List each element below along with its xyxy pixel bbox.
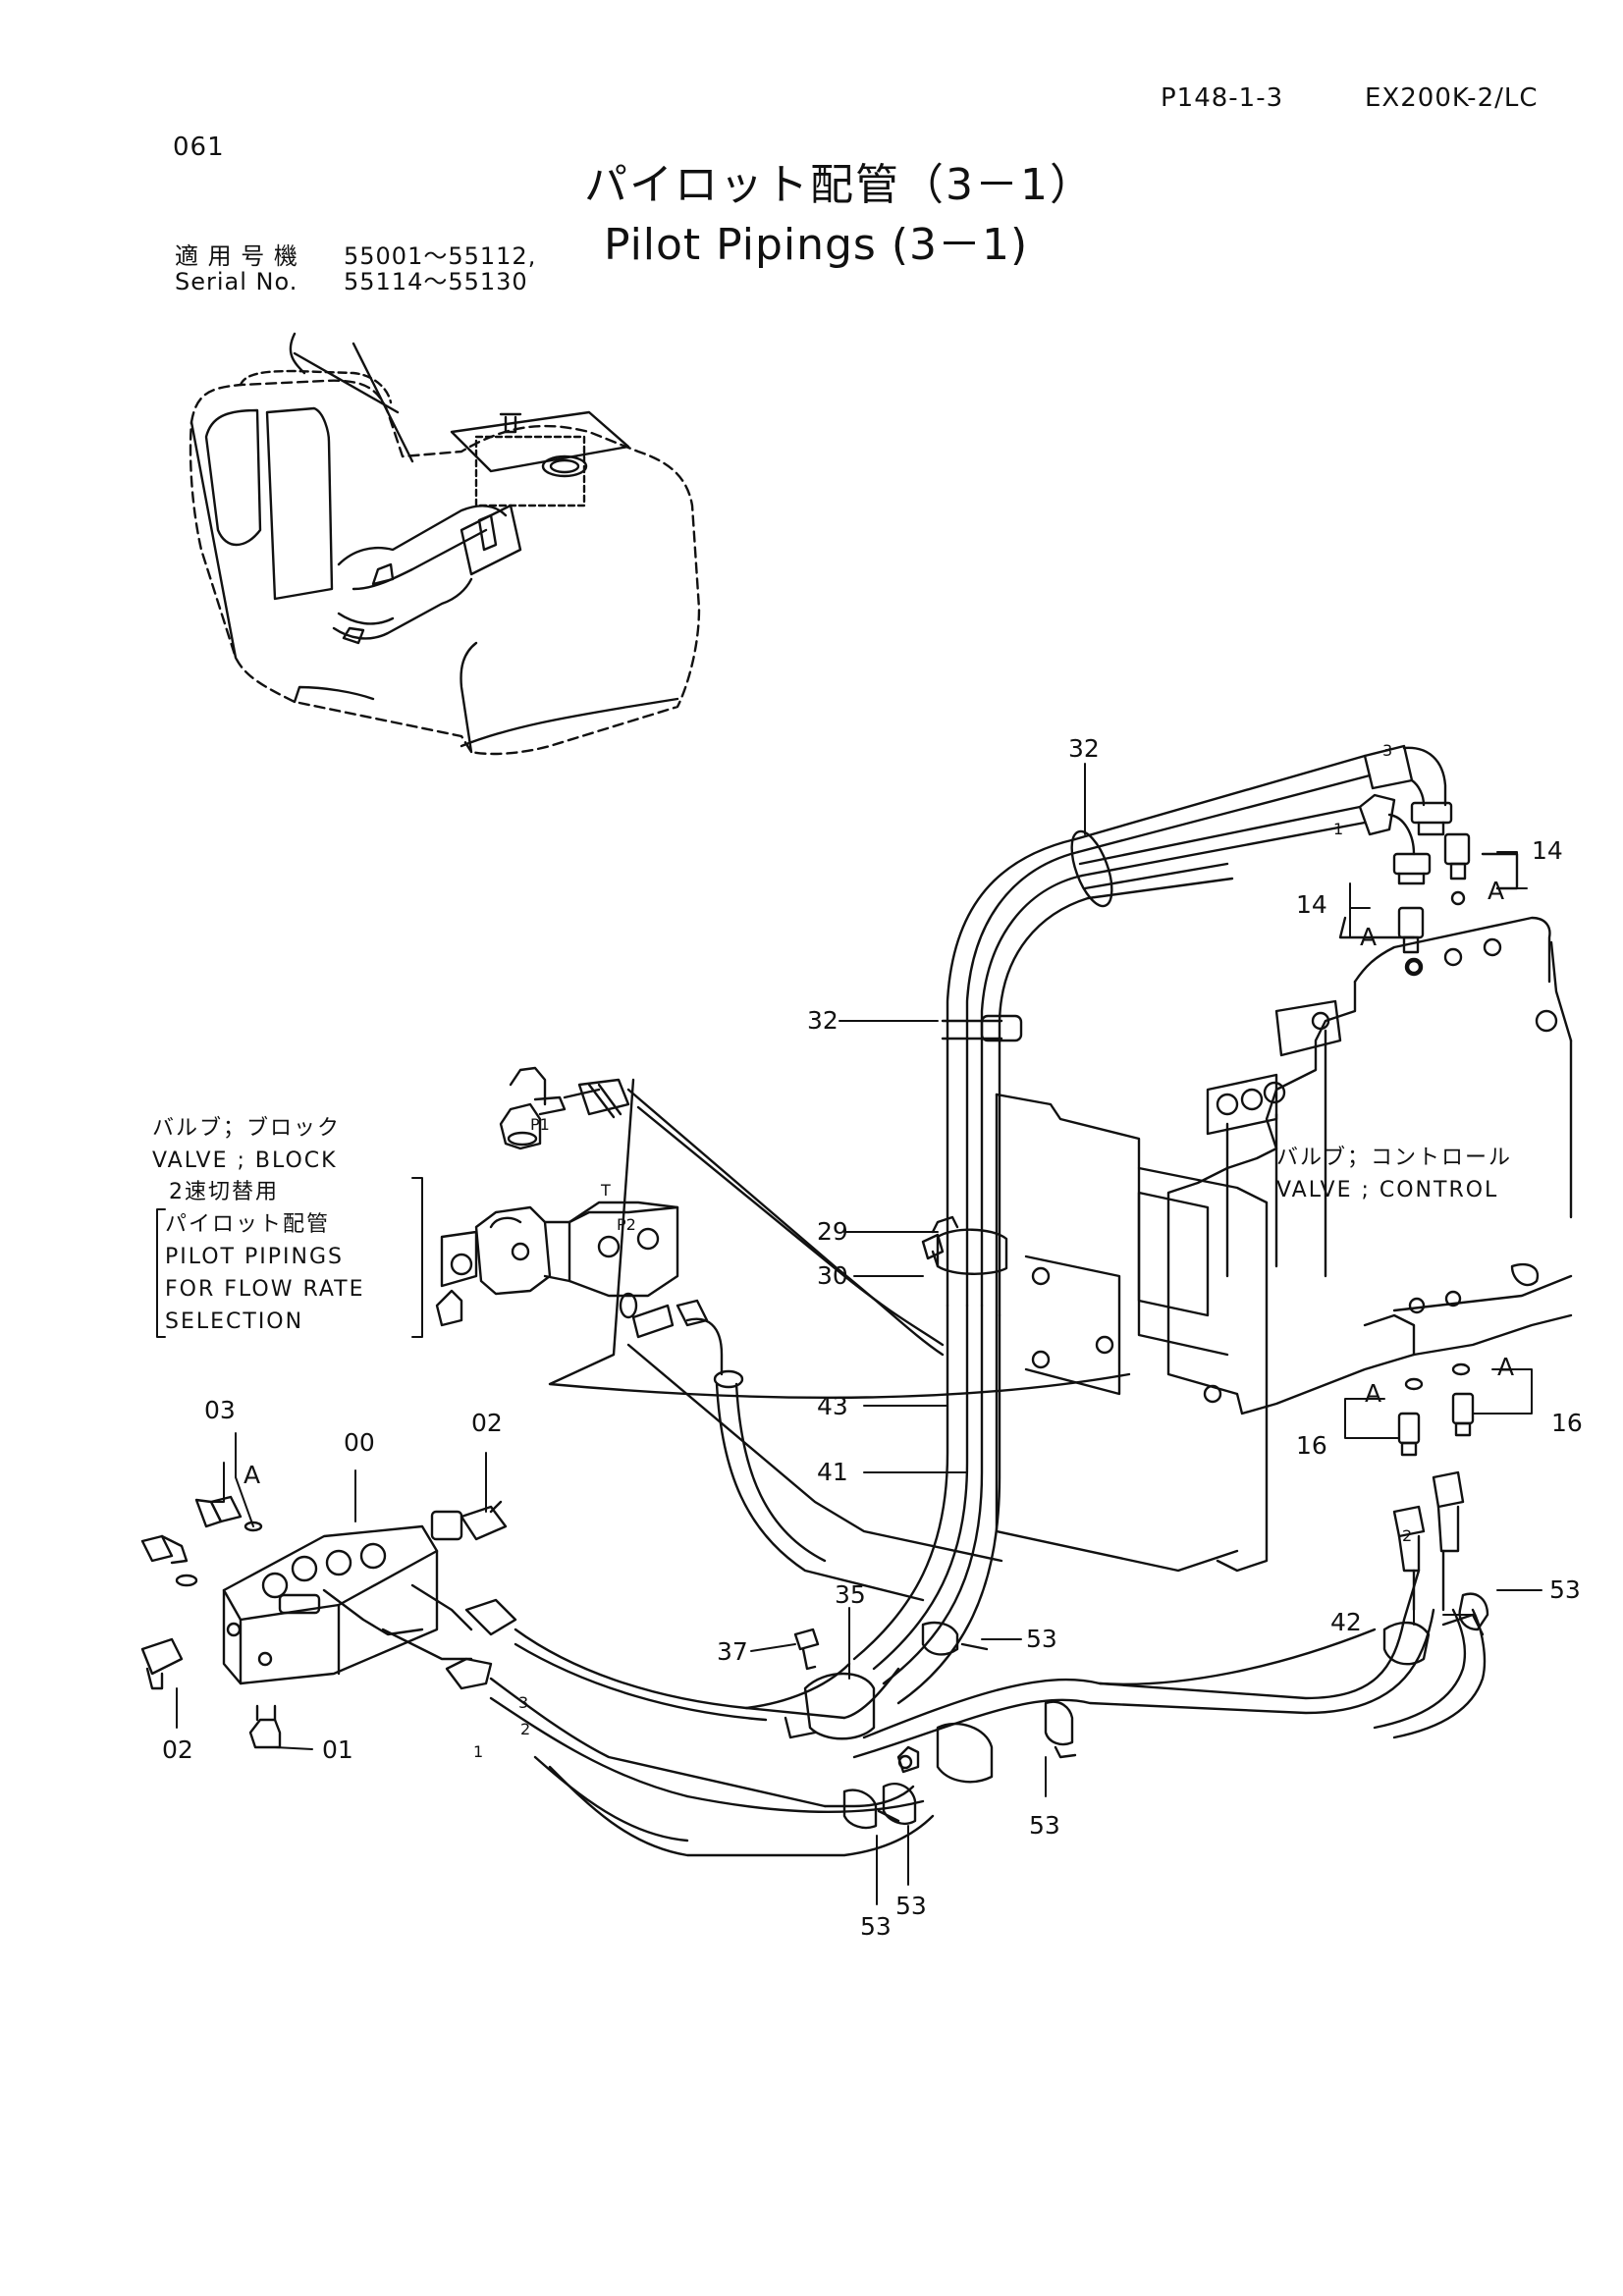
callout-02-left: 02 [162, 1735, 193, 1764]
diagram-title-japanese: パイロット配管（3－1） [584, 160, 1095, 210]
callout-16-left: 16 [1296, 1431, 1327, 1460]
lower-right-fittings [1399, 1364, 1473, 1455]
valve-block-illustration [437, 1068, 1129, 1600]
callout-14-left: 14 [1296, 890, 1327, 919]
callout-a-upper-right: A [1488, 877, 1505, 905]
callout-16-right: 16 [1551, 1409, 1583, 1437]
page-number: 061 [173, 133, 225, 162]
hose-clamps [785, 1472, 1488, 1828]
callout-53-center: 53 [1026, 1625, 1057, 1653]
block-note-flow-jp: 2速切替用 [169, 1180, 279, 1204]
small-valve-block-illustration [142, 1497, 506, 1747]
port-label-t: T [601, 1181, 611, 1200]
bolts [795, 1235, 943, 1669]
diagram-title-english: Pilot Pipings (3－1) [604, 220, 1029, 270]
callout-37: 37 [717, 1637, 748, 1666]
model-number: EX200K-2/LC [1365, 83, 1539, 113]
serial-label-japanese: 適 用 号 機 [175, 242, 298, 270]
callout-01: 01 [322, 1735, 353, 1764]
block-note-flow-en: FOR FLOW RATE [165, 1277, 365, 1302]
connector-mark-1-top: 1 [1333, 820, 1344, 838]
callout-a-lower-left: A [1365, 1379, 1382, 1408]
serial-range-2: 55114～55130 [344, 268, 528, 295]
connector-mark-3-lower: 3 [518, 1693, 529, 1712]
port-label-p1: P1 [530, 1115, 550, 1134]
note-brackets [157, 1178, 422, 1337]
callout-03: 03 [204, 1396, 236, 1424]
callout-53-lower-left: 53 [860, 1912, 892, 1941]
callout-29: 29 [817, 1217, 848, 1246]
port-label-p2: P2 [617, 1215, 636, 1234]
page-reference: P148-1-3 [1161, 83, 1284, 113]
callout-43: 43 [817, 1392, 848, 1420]
mounting-bracket [997, 1095, 1267, 1571]
callout-42: 42 [1330, 1608, 1362, 1636]
connector-mark-2-lower: 2 [520, 1720, 531, 1738]
callout-a-upper-left: A [1360, 923, 1378, 951]
serial-range-1: 55001～55112, [344, 242, 537, 270]
callout-35: 35 [835, 1580, 866, 1609]
callout-53-right: 53 [1549, 1575, 1581, 1604]
callout-30: 30 [817, 1261, 848, 1290]
callout-00: 00 [344, 1428, 375, 1457]
callout-a-lower-right: A [1497, 1353, 1515, 1381]
block-note-jp: バルブ；ブロック [152, 1116, 342, 1141]
control-valve-note-jp: バルブ；コントロール [1276, 1146, 1513, 1170]
block-note-en: VALVE ; BLOCK [152, 1148, 338, 1173]
callout-14-right: 14 [1532, 836, 1563, 865]
callout-02-right: 02 [471, 1409, 503, 1437]
control-valve-illustration [1168, 918, 1571, 1414]
pilot-hose-bundle [854, 756, 1370, 1703]
callout-53-lower-right: 53 [1029, 1811, 1060, 1840]
callout-41: 41 [817, 1458, 848, 1486]
small-block-hoses [324, 1571, 1485, 1855]
callout-32-upper: 32 [1068, 734, 1100, 763]
serial-label-english: Serial No. [175, 268, 298, 295]
block-note-piping-jp: パイロット配管 [165, 1212, 331, 1237]
callout-53-lower-middle: 53 [895, 1892, 927, 1920]
control-valve-note-en: VALVE ; CONTROL [1276, 1178, 1499, 1202]
connector-mark-3-top: 3 [1382, 741, 1393, 760]
leader-lines [177, 764, 1542, 1904]
connector-mark-1-lower: 1 [473, 1742, 484, 1761]
callout-32-lower: 32 [807, 1006, 839, 1035]
block-note-selection-en: SELECTION [165, 1309, 304, 1334]
connector-mark-2-right: 2 [1402, 1526, 1413, 1545]
block-note-piping-en: PILOT PIPINGS [165, 1245, 344, 1269]
callout-a-small-block: A [243, 1461, 261, 1489]
excavator-overview-illustration [190, 334, 699, 754]
